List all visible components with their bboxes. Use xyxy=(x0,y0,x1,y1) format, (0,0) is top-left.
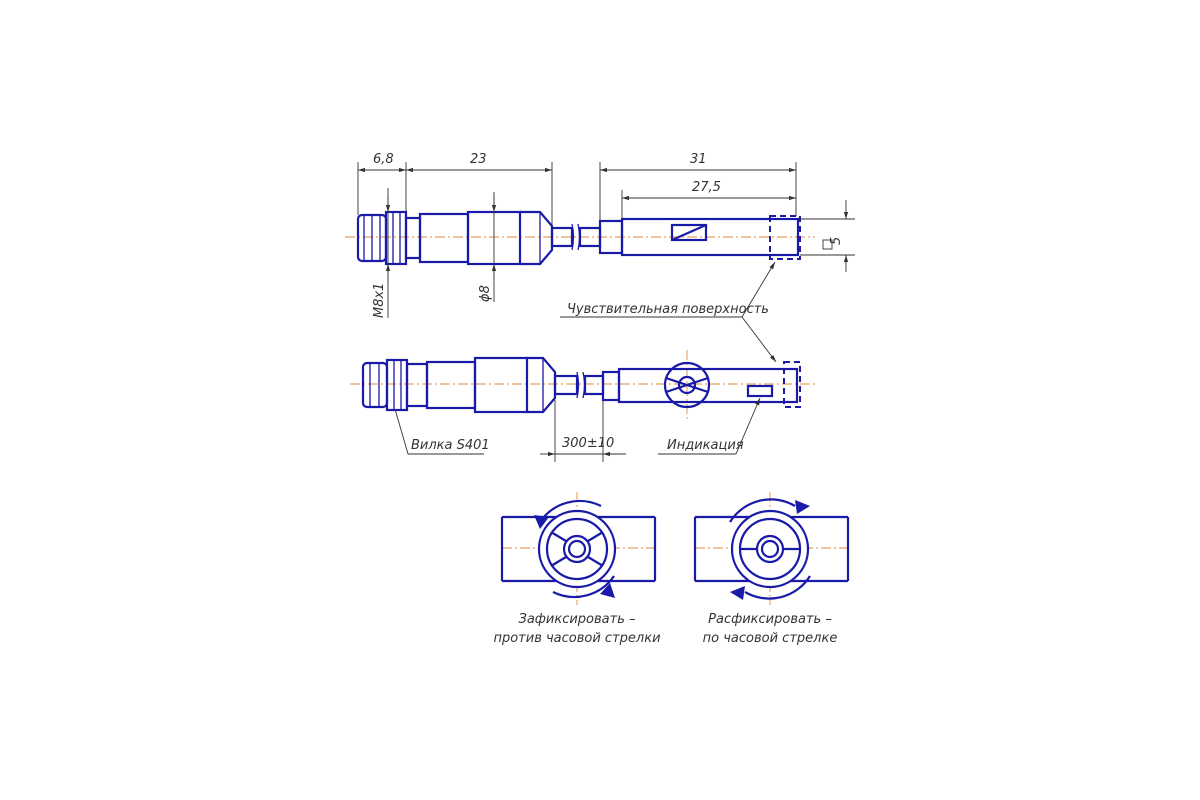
dim-23-text: 23 xyxy=(470,152,487,167)
top-view: 6,8 23 31 27,5 5 xyxy=(345,152,855,318)
lock-instruction-line1: Зафиксировать – xyxy=(518,612,635,627)
plug-label: Вилка S401 xyxy=(411,438,490,453)
plug-callout: Вилка S401 xyxy=(394,408,490,455)
dim-31-text: 31 xyxy=(690,152,707,167)
lock-instruction-line2: против часовой стрелки xyxy=(493,631,660,646)
side-connector-head xyxy=(361,358,409,412)
dim-300: 300±10 xyxy=(540,400,626,462)
side-sensor-housing xyxy=(601,361,801,409)
sensitive-surface-label: Чувствительная поверхность xyxy=(567,302,769,317)
top-connector-body xyxy=(404,210,554,266)
dim-6-8-text: 6,8 xyxy=(373,152,394,167)
unlock-instruction-line2: по часовой стрелке xyxy=(703,631,838,646)
dim-6-8: 6,8 xyxy=(357,152,407,215)
indication-callout: Индикация xyxy=(658,397,761,455)
side-connector-body xyxy=(405,356,557,414)
dim-27-5-text: 27,5 xyxy=(692,180,721,195)
dim-31: 31 xyxy=(599,152,797,221)
indicator-window xyxy=(746,384,774,398)
side-view: 300±10 Вилка S401 Индикация xyxy=(350,350,815,462)
dim-phi8: ϕ8 xyxy=(478,192,497,302)
unlock-instruction-line1: Расфиксировать – xyxy=(708,612,832,627)
dim-23: 23 xyxy=(406,152,553,226)
dim-square-5-text: 5 xyxy=(829,237,844,245)
unlock-diagram: Расфиксировать – по часовой стрелке xyxy=(693,492,850,646)
dim-phi8-text: ϕ8 xyxy=(478,285,493,302)
dim-m8x1: M8x1 xyxy=(372,188,391,318)
dim-300-text: 300±10 xyxy=(562,436,614,451)
indication-label: Индикация xyxy=(667,438,744,453)
dim-square-5: 5 xyxy=(800,200,855,272)
dim-27-5: 27,5 xyxy=(621,180,796,219)
top-connector-head xyxy=(356,210,408,266)
sensitive-surface-callout: Чувствительная поверхность xyxy=(560,261,777,363)
dim-m8x1-text: M8x1 xyxy=(372,283,387,318)
lock-diagram: Зафиксировать – против часовой стрелки xyxy=(493,492,661,646)
side-cable xyxy=(553,371,605,399)
top-sensor-housing xyxy=(598,215,801,260)
